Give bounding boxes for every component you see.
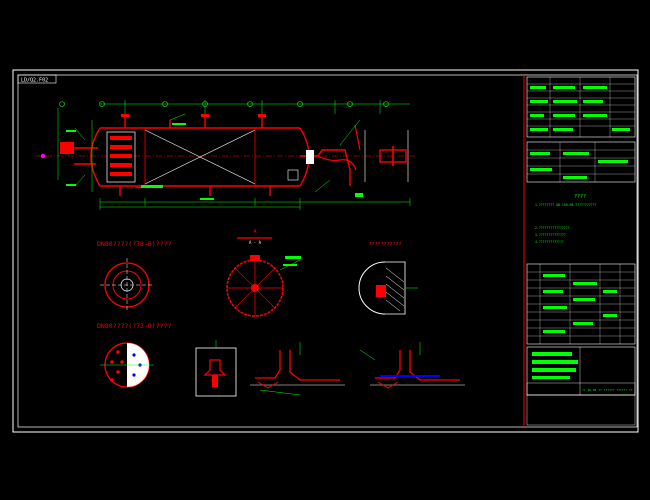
drawing-number-box [17,74,57,84]
top-nozzle-flanges [121,114,266,117]
title-block-code: ?? 26-05 ?? ?????? ?????? ?? [582,388,633,392]
nozzle-detail-1-title: DN80????(?78-0)???? [97,240,171,248]
nozzle-detail-1 [100,258,154,312]
dimension-lines [57,100,411,210]
outlet-riser [354,124,361,151]
spec-panel: ???? 1.???????? GB 150-98 ??????????? 2.… [523,75,636,427]
tech-req-title: ???? [574,194,586,200]
inlet-marker [40,153,46,159]
section-a-a [226,255,301,317]
item-balloons [59,101,389,107]
drawing-frame [17,74,638,428]
tech-req-line3: 3.?????????????? [535,233,566,237]
weld-detail-2 [359,342,465,389]
weld-detail-1 [250,342,345,396]
support-grid-right [287,169,299,181]
bottom-nozzles [119,186,271,196]
vessel-left-head [90,127,101,187]
inlet-nozzle [60,142,74,154]
outlet-flange [306,150,314,164]
detail-right-section [358,261,418,315]
vessel-elevation [35,114,415,196]
tube-bundle [106,131,136,183]
outlet-elbow [317,155,357,171]
leader-lines [74,113,361,193]
sheet-border [12,69,639,433]
tube-bundle-marks [110,136,132,176]
nozzle-detail-2-title: DN80????(?73-0)???? [97,322,171,330]
tech-req-line1: 1.???????? GB 150-98 ??????????? [535,203,596,207]
outlet-pipe [300,149,351,186]
bed-cross-2 [144,129,256,185]
drawing-number: LD/Q2.F02 [21,78,48,84]
right-section-outline [364,130,409,182]
tech-req-line2: 2.???????????????? [535,226,570,230]
detail-right-caption: ??????????? [368,242,401,248]
top-nozzles [124,116,263,128]
dimension-ticks [66,123,363,200]
view-a-marker: A - A [249,240,262,245]
detail-box [195,340,237,397]
tech-req-line4: 4.????????????? [535,240,564,244]
nozzle-detail-2 [100,342,154,388]
view-a-label: A [253,229,256,235]
